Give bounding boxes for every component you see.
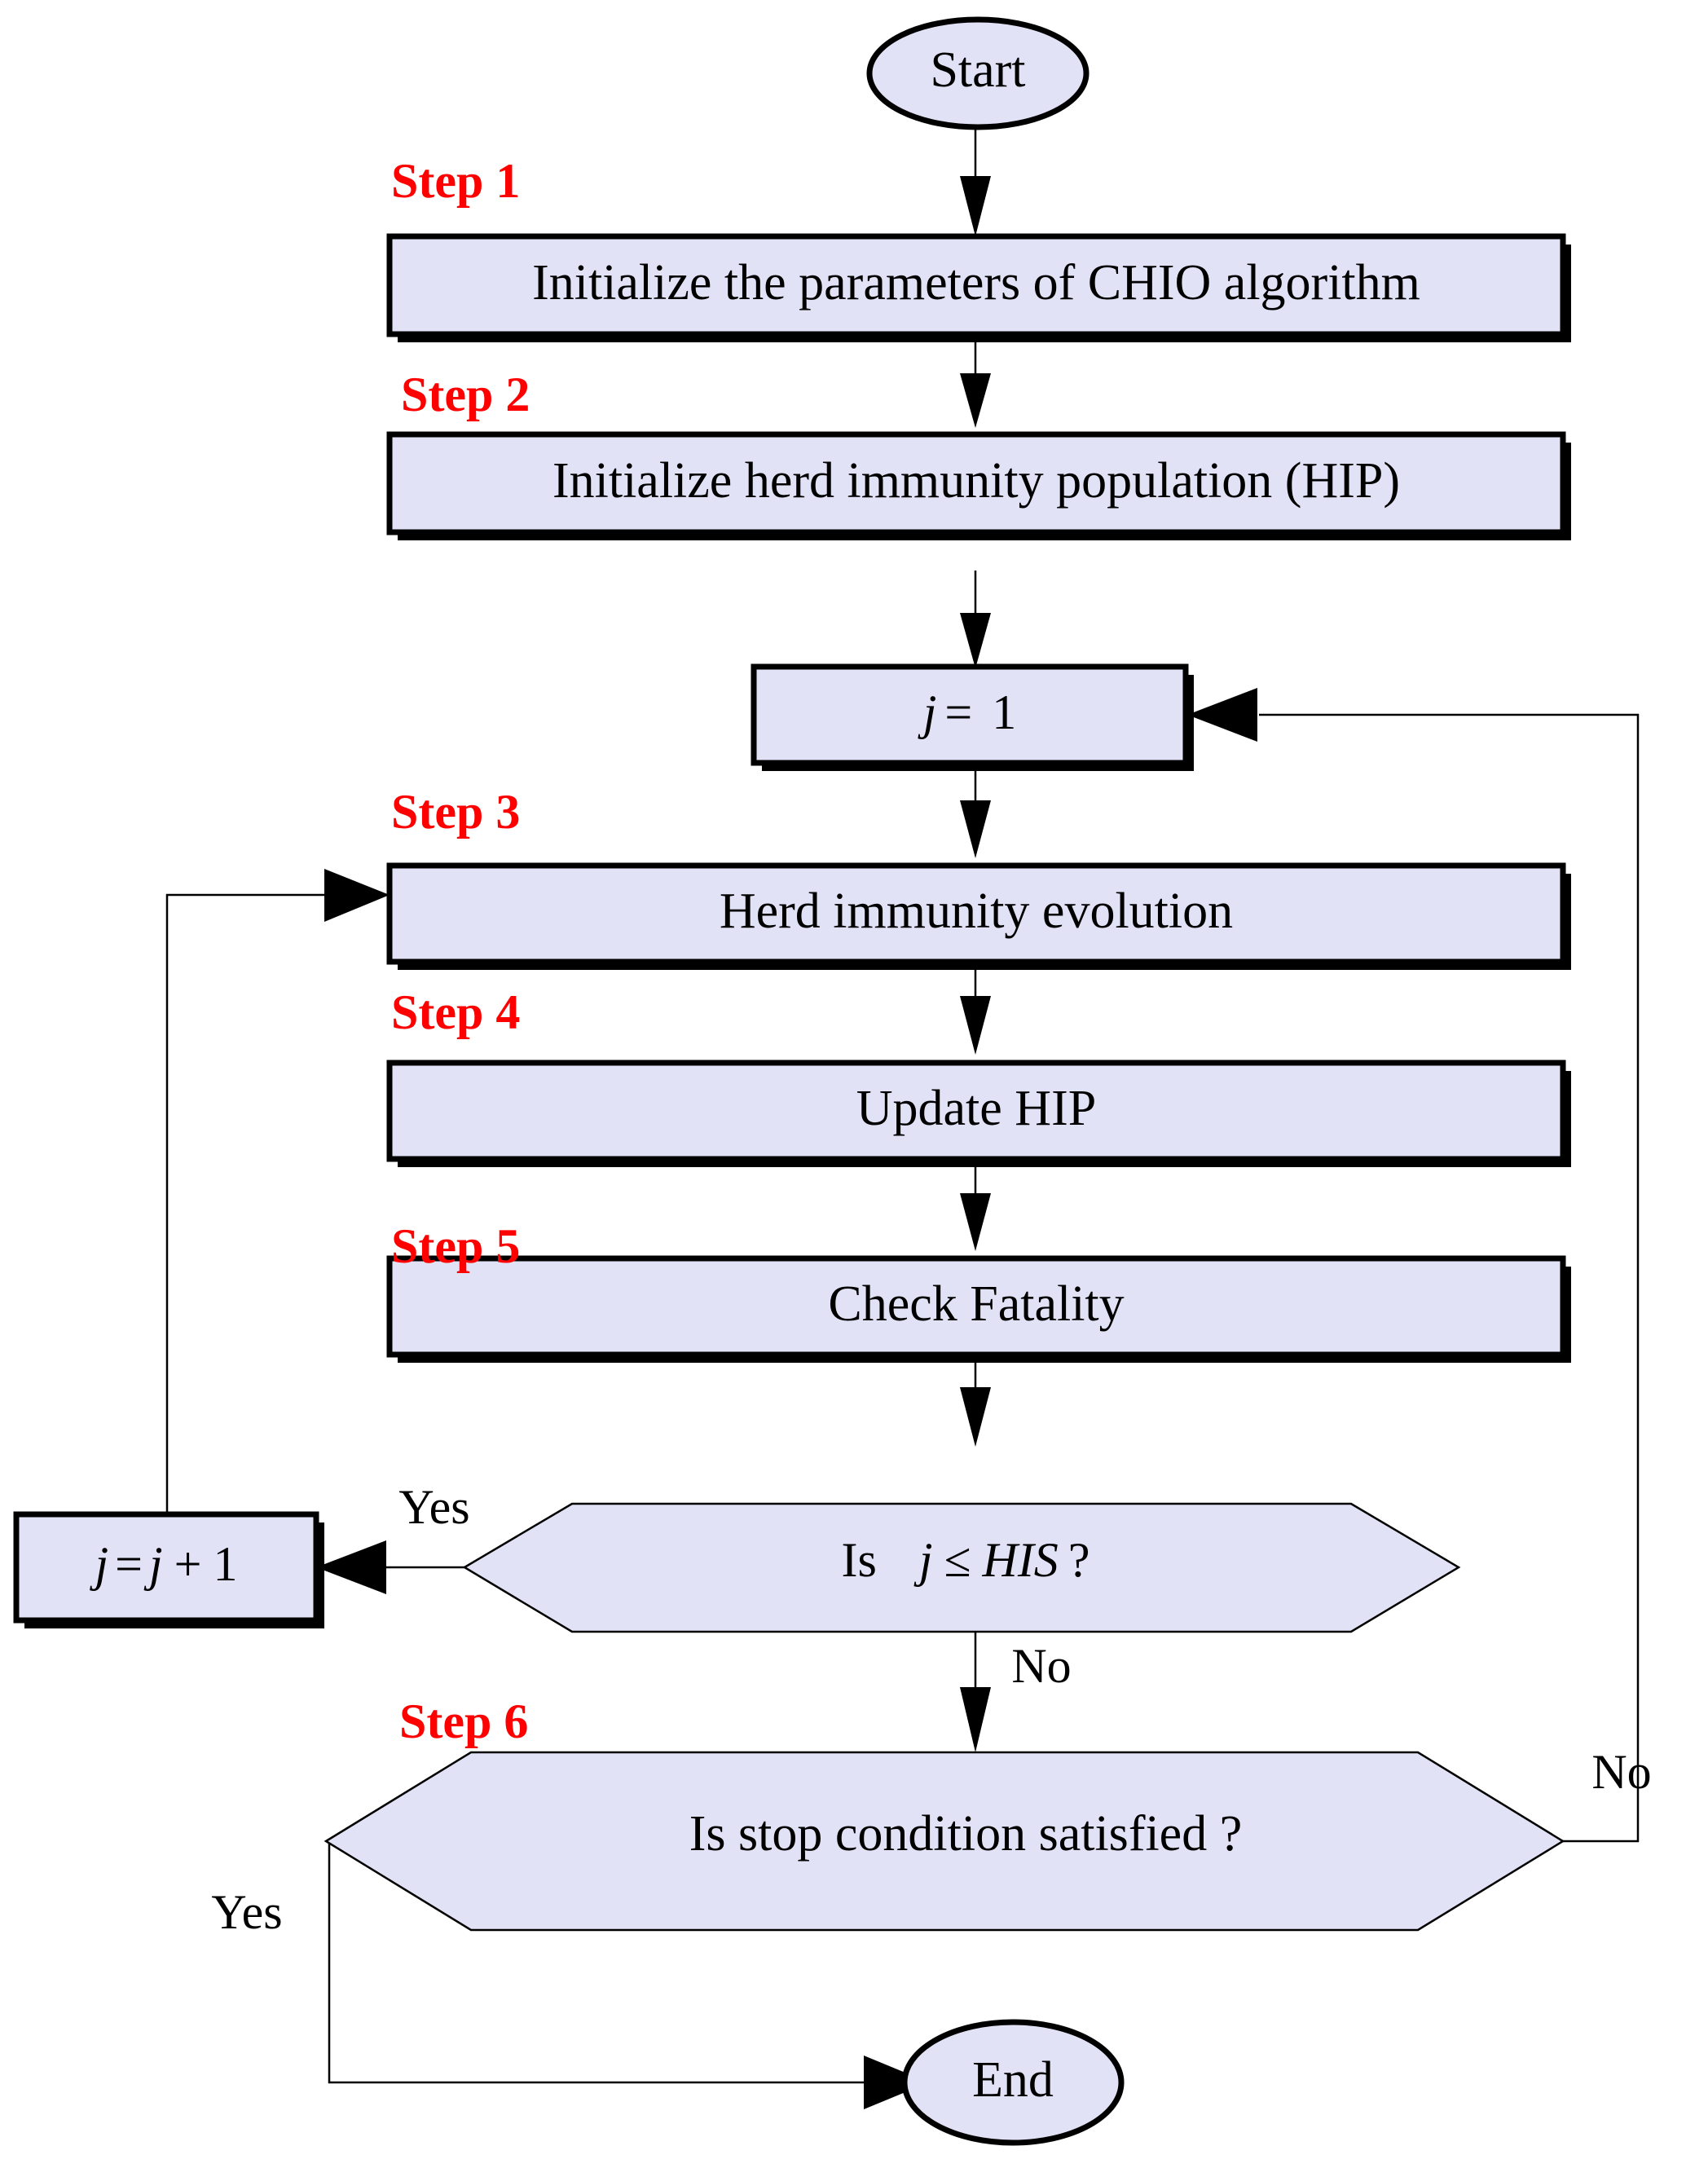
edge-step2-to-initj (960, 571, 991, 668)
edge-increment-to-step3-loop (165, 869, 390, 1514)
decision-his-q: ? (1068, 1533, 1090, 1587)
step-label-6: Step 6 (399, 1694, 528, 1748)
edge-decision-his-yes-to-increment (316, 1540, 464, 1594)
edge-label-his-yes: Yes (398, 1480, 469, 1534)
node-increment-box[interactable]: j=j+1 (13, 1511, 324, 1628)
step-label-3: Step 3 (391, 785, 520, 839)
edge-start-to-step1 (960, 126, 991, 236)
node-step1-box[interactable]: Initialize the parameters of CHIO algori… (386, 233, 1571, 342)
node-init-j-box[interactable]: j=1 (751, 663, 1194, 771)
decision-his-rel: ≤ (944, 1533, 971, 1587)
node-end-label: End (972, 2052, 1054, 2108)
node-increment-label: j=j+1 (89, 1537, 237, 1591)
step-label-5: Step 5 (391, 1219, 520, 1273)
step-label-2: Step 2 (401, 368, 530, 421)
node-step3-box[interactable]: Herd immunity evolution (386, 862, 1571, 970)
node-init-j-label: j=1 (918, 685, 1017, 739)
node-decision-stop[interactable]: Is stop condition satisfied ? (324, 1751, 1565, 1932)
node-step5-box[interactable]: Check Fatality (386, 1255, 1571, 1363)
edge-label-stop-yes: Yes (211, 1885, 282, 1939)
init-j-val: 1 (992, 685, 1016, 739)
edge-step5-to-decision-his (960, 1355, 991, 1447)
node-start-label: Start (930, 42, 1025, 98)
node-decision-stop-label: Is stop condition satisfied ? (689, 1806, 1242, 1862)
edge-decision-stop-no-to-initj-loop (1187, 688, 1640, 1843)
edge-step4-to-step5 (960, 1159, 991, 1251)
node-step1-label: Initialize the parameters of CHIO algori… (532, 255, 1420, 311)
edge-step1-to-step2 (960, 341, 991, 428)
edge-initj-to-step3 (960, 763, 991, 858)
node-step3-label: Herd immunity evolution (720, 884, 1233, 939)
step-label-4: Step 4 (391, 985, 520, 1039)
edge-step3-to-step4 (960, 963, 991, 1055)
init-j-op: = (944, 685, 972, 739)
increment-one: 1 (214, 1537, 238, 1591)
edge-label-his-no: No (1011, 1639, 1071, 1693)
node-step4-box[interactable]: Update HIP (386, 1060, 1571, 1167)
decision-his-is: Is (842, 1533, 877, 1587)
decision-his-his: HIS (982, 1533, 1059, 1587)
node-step2-label: Initialize herd immunity population (HIP… (552, 453, 1400, 509)
edge-label-stop-no: No (1591, 1745, 1651, 1799)
step-label-1: Step 1 (391, 154, 520, 208)
node-step5-label: Check Fatality (828, 1276, 1124, 1332)
node-end[interactable]: End (901, 2019, 1125, 2146)
node-step2-box[interactable]: Initialize herd immunity population (HIP… (386, 431, 1571, 540)
edge-decision-his-no-to-decision-stop (960, 1632, 991, 1752)
increment-plus: + (174, 1537, 202, 1591)
increment-eq: = (115, 1537, 143, 1591)
node-start[interactable]: Start (866, 16, 1090, 130)
node-step4-label: Update HIP (856, 1081, 1096, 1136)
